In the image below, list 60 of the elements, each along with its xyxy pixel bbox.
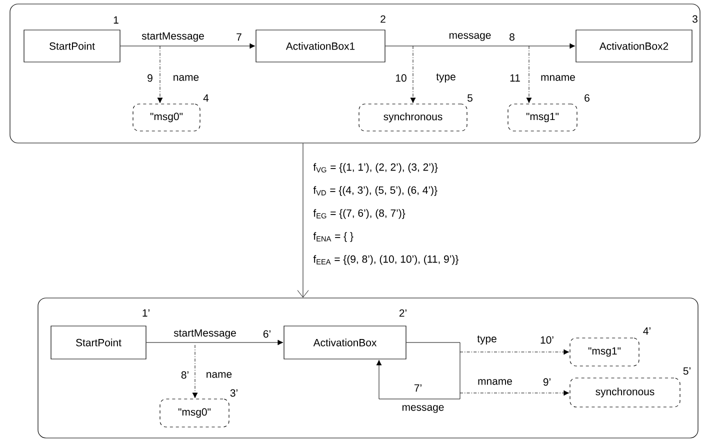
class-box: StartPoint (50, 326, 146, 360)
mapping-text: f$_{VG}$ = {(1, 1’), (2, 2’), (3, 2’)} (313, 163, 438, 173)
element-number: 11 (510, 74, 520, 82)
edge-label: mname (540, 74, 576, 82)
mapping-text: f$_{EG}$ = {(7, 6’), (8, 7’)} (313, 209, 406, 219)
element-number: 1 (114, 16, 118, 24)
element-number: 6’ (263, 330, 270, 338)
graph-panel (10, 4, 700, 144)
arrow (460, 349, 570, 355)
element-number: 5 (468, 94, 472, 102)
element-number: 5’ (683, 367, 690, 375)
element-number: 2’ (399, 309, 406, 317)
mapping-text: f$_{VD}$ = {(4, 3’), (5, 5’), (6, 4’)} (313, 186, 438, 196)
edge-label: type (476, 334, 498, 346)
element-number: 4’ (643, 327, 650, 335)
element-number: 9’ (543, 378, 550, 386)
arrow (120, 43, 256, 49)
mapping-text: f$_{ENA}$ = { } (313, 232, 354, 242)
element-number: 1’ (142, 309, 150, 317)
edge-label: mname (476, 378, 514, 386)
edge-label: name (204, 371, 234, 379)
mapping-text: f$_{EEA}$ = {(9, 8’), (10, 10’), (11, 9’)} (313, 255, 458, 265)
value-box: synchronous (358, 104, 468, 132)
element-number: 10’ (540, 336, 554, 344)
value-box: "msg1" (508, 104, 578, 132)
element-number: 6 (584, 94, 590, 102)
element-number: 8’ (181, 371, 188, 379)
element-number: 7 (236, 33, 242, 41)
arrow (146, 340, 284, 346)
graph-panel (38, 298, 698, 438)
edge-label: startMessage (172, 328, 238, 340)
class-box: ActivationBox1 (256, 30, 386, 62)
edge-label: type (435, 72, 457, 84)
arrow (410, 46, 416, 104)
element-number: 8 (510, 33, 514, 41)
class-box: ActivationBox (284, 326, 406, 360)
arrow (376, 342, 460, 400)
value-box: "msg0" (132, 104, 200, 132)
element-number: 7’ (414, 384, 422, 392)
element-number: 3 (692, 15, 698, 23)
element-number: 4 (203, 94, 209, 102)
value-box: "msg1" (570, 338, 640, 366)
class-box: ActivationBox2 (576, 30, 692, 62)
class-box: StartPoint (24, 30, 120, 62)
element-number: 10 (396, 74, 406, 82)
arrow (526, 46, 532, 104)
arrow (157, 46, 163, 104)
element-number: 3’ (230, 389, 238, 397)
edge-label: message (400, 404, 446, 414)
arrow (385, 43, 576, 49)
arrow (192, 344, 198, 398)
element-number: 9 (148, 74, 152, 82)
edge-label: startMessage (140, 31, 206, 43)
edge-label: message (448, 32, 492, 42)
value-box: synchronous (570, 378, 680, 408)
value-box: "msg0" (160, 398, 230, 428)
arrow (460, 390, 570, 396)
element-number: 2 (380, 15, 386, 23)
edge-label: name (172, 74, 200, 82)
arrow (297, 143, 309, 298)
